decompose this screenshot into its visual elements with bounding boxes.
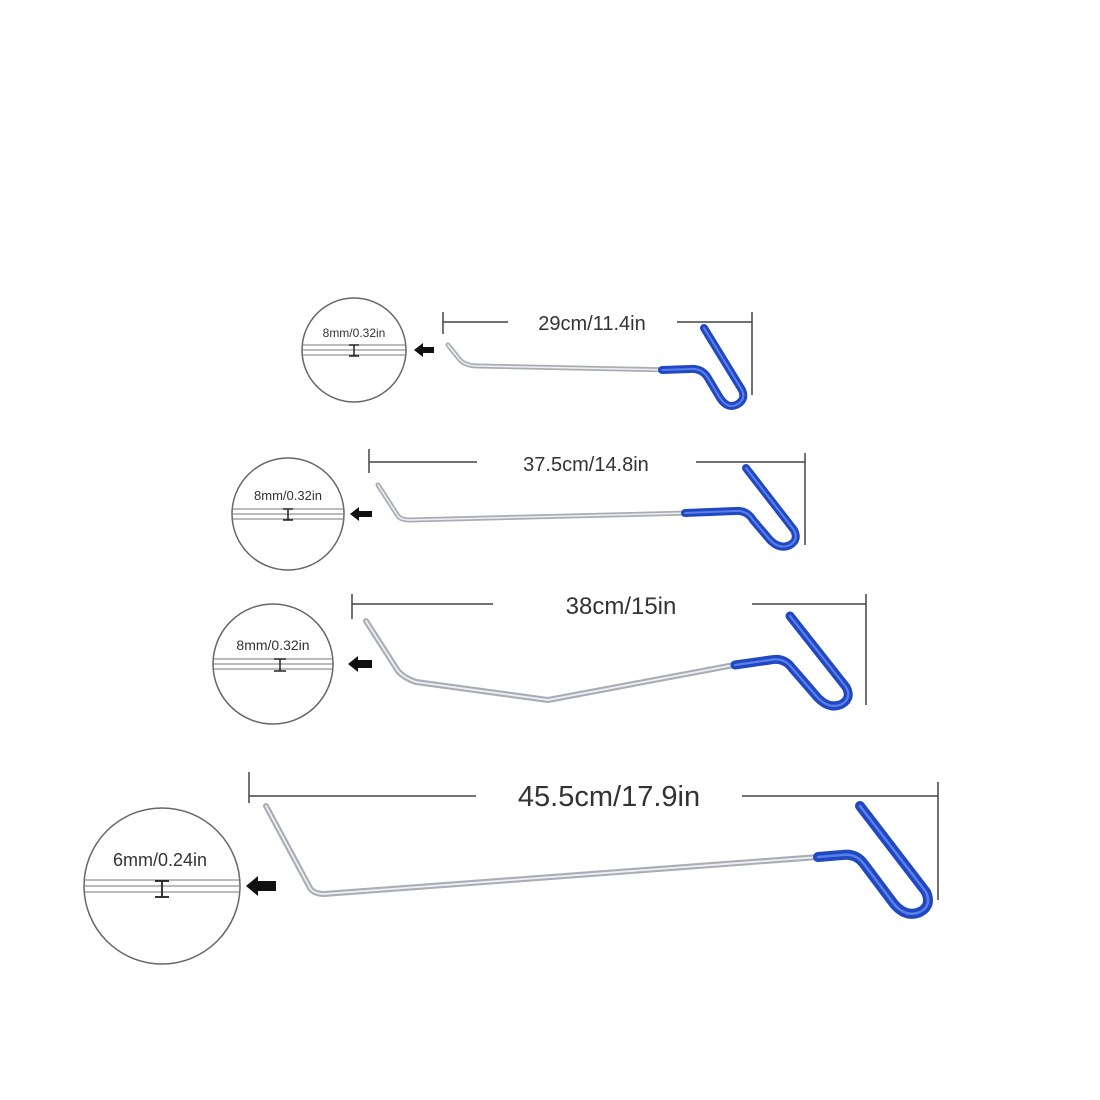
- left-arrow-icon: [246, 876, 276, 896]
- blue-grip: [681, 464, 800, 551]
- tool-4: 45.5cm/17.9in 6mm/0.24in: [83, 772, 939, 965]
- diameter-label: 8mm/0.32in: [254, 488, 322, 503]
- length-dimension: [248, 772, 939, 900]
- dent-rod: [363, 611, 853, 711]
- diameter-label: 6mm/0.24in: [113, 850, 207, 870]
- dent-rod: [263, 801, 933, 919]
- length-dimension: [368, 449, 806, 545]
- rod-cross-section-icon: [274, 658, 286, 672]
- left-arrow-icon: [414, 343, 434, 357]
- length-label: 38cm/15in: [566, 593, 677, 620]
- cross-section-callout: 8mm/0.32in: [212, 603, 334, 725]
- dent-rod: [445, 324, 748, 410]
- tool-2: 37.5cm/14.8in 8mm/0.32in: [231, 449, 806, 571]
- blue-grip: [730, 611, 853, 711]
- tool-3: 38cm/15in 8mm/0.32in: [212, 593, 867, 725]
- length-label: 29cm/11.4in: [538, 313, 645, 335]
- cross-section-callout: 8mm/0.32in: [301, 297, 407, 403]
- left-arrow-icon: [348, 656, 372, 672]
- blue-grip: [658, 324, 748, 410]
- left-arrow-icon: [350, 507, 372, 521]
- diameter-label: 8mm/0.32in: [323, 326, 386, 340]
- dent-rod: [375, 464, 800, 551]
- cross-section-callout: 8mm/0.32in: [231, 457, 345, 571]
- tool-1: 29cm/11.4in 8mm/0.32in: [301, 297, 753, 410]
- rod-cross-section-icon: [155, 880, 169, 898]
- diameter-label: 8mm/0.32in: [236, 637, 309, 653]
- cross-section-callout: 6mm/0.24in: [83, 807, 241, 965]
- length-dimension: [442, 312, 753, 395]
- length-label: 37.5cm/14.8in: [523, 454, 649, 476]
- rod-cross-section-icon: [283, 508, 293, 521]
- rod-cross-section-icon: [349, 344, 359, 357]
- length-label: 45.5cm/17.9in: [518, 781, 700, 813]
- length-dimension: [351, 594, 867, 705]
